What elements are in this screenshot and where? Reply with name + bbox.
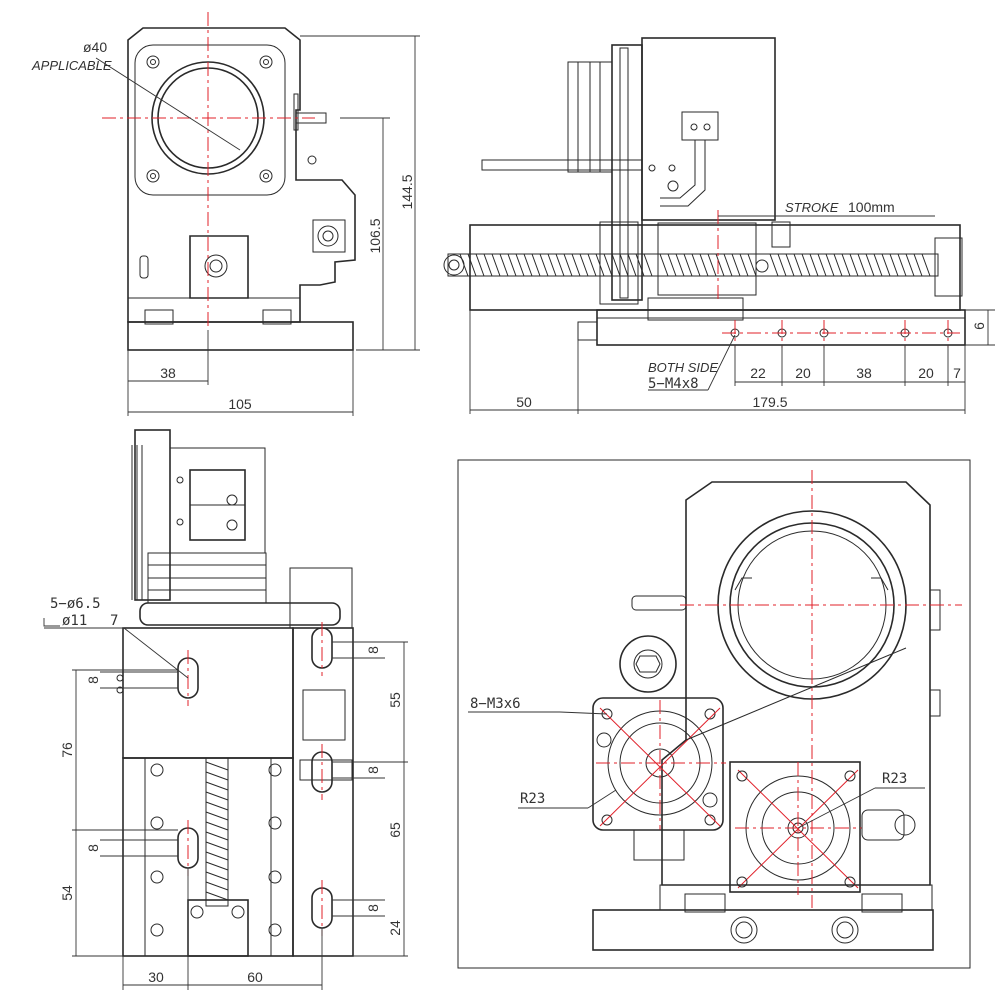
motor-flange xyxy=(134,44,286,196)
slot-dim-8b: 8 xyxy=(85,844,101,852)
dim-24: 24 xyxy=(387,920,403,936)
bore-dia-label: ø40 xyxy=(83,39,107,55)
radius-right-label: R23 xyxy=(882,771,907,787)
slot-dim-8d: 8 xyxy=(365,766,381,774)
side-arm xyxy=(481,159,643,171)
dim-144-5: 144.5 xyxy=(399,174,415,209)
rail-base xyxy=(127,321,354,351)
dim-38: 38 xyxy=(160,365,176,381)
nut-block xyxy=(189,235,249,299)
dim-30: 30 xyxy=(148,969,164,985)
motor-plate-right xyxy=(729,761,861,893)
hole-callout-cbore: ø11 xyxy=(62,613,87,629)
table-holes xyxy=(116,674,282,937)
connector-block xyxy=(681,111,719,141)
pitch-dim-20a: 20 xyxy=(795,365,811,381)
radius-left-label: R23 xyxy=(520,791,545,807)
dim-60: 60 xyxy=(247,969,263,985)
stroke-value: 100mm xyxy=(848,199,895,215)
dim-106-5: 106.5 xyxy=(367,218,383,253)
timing-belt xyxy=(139,602,341,626)
dim-54: 54 xyxy=(59,885,75,901)
front-view: ø40 APPLICABLE 106.5 144.5 38 105 xyxy=(31,12,420,416)
dim-179-5: 179.5 xyxy=(752,394,787,410)
screw-end-block xyxy=(187,899,249,957)
detail-frame xyxy=(457,459,971,969)
table-lower xyxy=(122,757,294,957)
lead-screw xyxy=(443,253,939,277)
dim-105: 105 xyxy=(228,396,252,412)
pitch-dim-22: 22 xyxy=(750,365,766,381)
slot-dim-8a: 8 xyxy=(85,676,101,684)
dim-6: 6 xyxy=(971,322,987,330)
detail-rail-base xyxy=(592,909,934,951)
hole-note-thread: 5−M4x8 xyxy=(648,376,699,392)
dim-65: 65 xyxy=(387,822,403,838)
m3-holes xyxy=(596,708,718,826)
slot-dim-8c: 8 xyxy=(365,646,381,654)
detail-knob xyxy=(619,635,677,693)
detail-view: 8−M3x6 R23 R23 xyxy=(457,459,971,969)
hole-callout-count: 5−ø6.5 xyxy=(50,596,101,612)
pitch-dim-20b: 20 xyxy=(918,365,934,381)
flange-holes xyxy=(146,55,273,183)
dim-76: 76 xyxy=(59,742,75,758)
hole-callout-depth: 7 xyxy=(110,613,118,629)
carriage-left xyxy=(144,309,174,325)
side-view: STROKE 100mm 6 BOTH SIDE 5−M4x8 22 20 38… xyxy=(443,37,995,414)
front-body-outline xyxy=(127,27,356,323)
stroke-label: STROKE xyxy=(785,200,839,215)
hole-note-both-side: BOTH SIDE xyxy=(648,360,718,375)
detail-housing xyxy=(661,481,931,886)
pitch-dim-7: 7 xyxy=(953,365,961,381)
dim-50: 50 xyxy=(516,394,532,410)
side-rail xyxy=(596,309,966,346)
slot-dim-8e: 8 xyxy=(365,904,381,912)
bore-applicable-label: APPLICABLE xyxy=(31,58,112,73)
pitch-dim-38: 38 xyxy=(856,365,872,381)
carriage-right xyxy=(262,309,292,325)
knob-icon xyxy=(317,225,339,247)
dim-55: 55 xyxy=(387,692,403,708)
thread-callout: 8−M3x6 xyxy=(470,696,521,712)
mounting-slots xyxy=(177,627,333,929)
top-view: 5−ø6.5 ø11 7 76 54 8 8 8 8 8 55 65 24 xyxy=(43,429,408,990)
